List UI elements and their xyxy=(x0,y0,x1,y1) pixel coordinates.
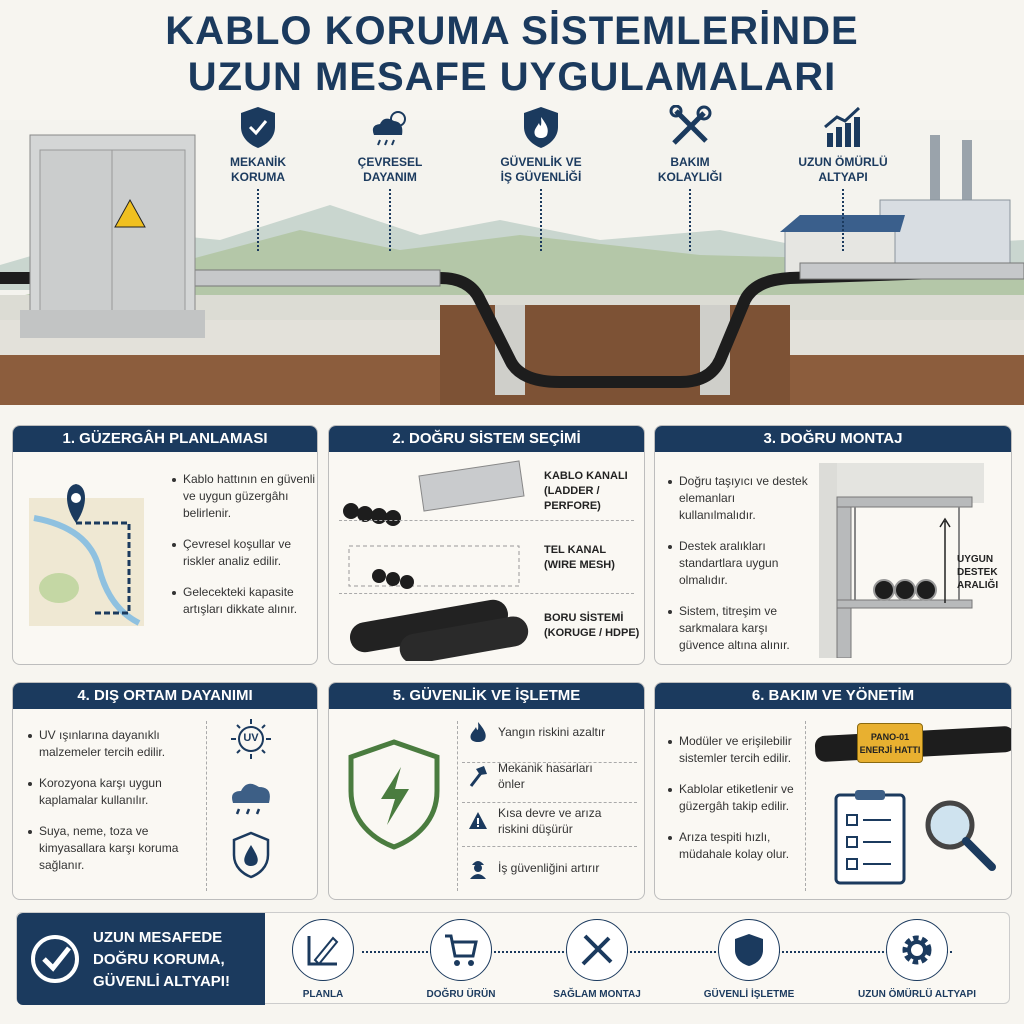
shield-icon xyxy=(735,934,763,966)
bullet: Gelecekteki kapasite artışları dikkate a… xyxy=(171,584,316,618)
cart-icon xyxy=(445,934,478,966)
safety-item-text: İş güvenliğini artırır xyxy=(498,861,600,875)
growth-chart-icon xyxy=(824,106,861,147)
bullet: Arıza tespiti hızlı, müdahale kolay olur… xyxy=(667,829,817,863)
bullet: Çevresel koşullar ve riskler analiz edil… xyxy=(171,536,316,570)
feature-label: MEKANİK xyxy=(230,155,286,169)
warning-icon xyxy=(469,812,487,829)
panel-title: 6. BAKIM VE YÖNETİM xyxy=(655,683,1011,709)
cable-systems-illustration xyxy=(343,460,529,661)
shield-lightning-icon xyxy=(348,739,440,850)
system-label-wire-mesh: TEL KANAL(WIRE MESH) xyxy=(544,544,615,571)
panel-title: 4. DIŞ ORTAM DAYANIMI xyxy=(13,683,317,709)
feature-label: KORUMA xyxy=(231,170,285,184)
summary-line: GÜVENLİ ALTYAPI! xyxy=(93,973,230,990)
bullet: Sistem, titreşim ve sarkmalara karşı güv… xyxy=(667,603,812,654)
feature-label: BAKIM xyxy=(670,155,710,169)
step-right-product: DOĞRU ÜRÜN xyxy=(401,919,521,1000)
gear-icon xyxy=(902,935,932,965)
panel-title: 3. DOĞRU MONTAJ xyxy=(655,426,1011,452)
factory xyxy=(780,135,1011,276)
feature-label: UZUN ÖMÜRLÜ xyxy=(798,155,888,169)
fire-icon xyxy=(470,722,486,742)
feature-label: ALTYAPI xyxy=(818,170,868,184)
feature-label: İŞ GÜVENLİĞİ xyxy=(500,170,582,184)
panel-system-selection: 2. DOĞRU SİSTEM SEÇİMİ KABLO KANALI(LADD… xyxy=(328,425,645,665)
summary-banner: UZUN MESAFEDE DOĞRU KORUMA, GÜVENLİ ALTY… xyxy=(16,912,1010,1005)
support-bracket-illustration xyxy=(819,463,984,658)
title-line-1: KABLO KORUMA SİSTEMLERİNDE xyxy=(165,9,859,53)
feature-label: GÜVENLİK VE xyxy=(500,155,582,169)
panel-route-planning: 1. GÜZERGÂH PLANLAMASI Kablo hattının en… xyxy=(12,425,318,665)
tools-icon xyxy=(669,105,712,145)
water-shield-icon xyxy=(232,831,270,879)
bullet: Modüler ve erişilebilir sistemler tercih… xyxy=(667,733,817,767)
bullet: Kablolar etiketlenir ve güzergâh takip e… xyxy=(667,781,817,815)
rain-cloud-icon xyxy=(232,783,270,815)
ruler-pencil-icon xyxy=(307,936,339,966)
feature-label: ÇEVRESEL xyxy=(357,155,423,169)
check-circle-icon xyxy=(31,935,79,983)
summary-line: UZUN MESAFEDE xyxy=(93,929,223,946)
summary-line: DOĞRU KORUMA, xyxy=(93,951,225,968)
checklist-icon xyxy=(834,790,906,885)
panel-maintenance-management: 6. BAKIM VE YÖNETİM Modüler ve erişilebi… xyxy=(654,682,1012,900)
panel-title: 5. GÜVENLİK VE İŞLETME xyxy=(329,683,644,709)
bullet: Suya, neme, toza ve kimyasallara karşı k… xyxy=(27,823,207,874)
magnifier-icon xyxy=(925,800,996,871)
panel-title: 1. GÜZERGÂH PLANLAMASI xyxy=(13,426,317,452)
bullet: Destek aralıkları standartlara uygun olm… xyxy=(667,538,812,589)
safety-item-text: Yangın riskini azaltır xyxy=(498,725,606,739)
bullet: Doğru taşıyıcı ve destek elemanları kull… xyxy=(667,473,812,524)
tools-icon xyxy=(581,934,613,966)
step-solid-installation: SAĞLAM MONTAJ xyxy=(537,919,657,1000)
weather-icon xyxy=(372,111,406,146)
title-line-2: UZUN MESAFE UYGULAMALARI xyxy=(187,55,837,99)
bullet: Korozyona karşı uygun kaplamalar kullanı… xyxy=(27,775,207,809)
uv-label: UV xyxy=(243,732,259,744)
step-plan: PLANLA xyxy=(263,919,383,1000)
feature-label: DAYANIM xyxy=(363,170,417,184)
electrical-cabinet xyxy=(20,134,205,338)
hammer-icon xyxy=(469,766,487,787)
step-long-life: UZUN ÖMÜRLÜ ALTYAPI xyxy=(847,919,987,1000)
panel-title: 2. DOĞRU SİSTEM SEÇİMİ xyxy=(329,426,644,452)
page-title: KABLO KORUMA SİSTEMLERİNDE UZUN MESAFE U… xyxy=(0,8,1024,100)
summary-callout: UZUN MESAFEDE DOĞRU KORUMA, GÜVENLİ ALTY… xyxy=(17,913,265,1005)
shield-fire-icon xyxy=(524,107,558,148)
system-label-cable-tray: KABLO KANALI(LADDER /PERFORE) xyxy=(544,470,628,512)
cable-route-scene xyxy=(0,120,1024,405)
shield-check-icon xyxy=(241,107,275,148)
safety-item-worker: İş güvenliğini artırır xyxy=(468,857,599,879)
step-safe-operation: GÜVENLİ İŞLETME xyxy=(689,919,809,1000)
panel-outdoor-resistance: 4. DIŞ ORTAM DAYANIMI UV ışınlarına daya… xyxy=(12,682,318,900)
bullet: UV ışınlarına dayanıklı malzemeler terci… xyxy=(27,727,207,761)
route-map-icon xyxy=(29,484,144,626)
worker-icon xyxy=(470,861,486,879)
panel-installation: 3. DOĞRU MONTAJ Doğru taşıyıcı ve destek… xyxy=(654,425,1012,665)
system-label-pipe: BORU SİSTEMİ(KORUGE / HDPE) xyxy=(544,612,640,639)
safety-item-fire: Yangın riskini azaltır xyxy=(468,721,605,743)
uv-sun-icon: UV xyxy=(229,717,273,761)
feature-label: KOLAYLIĞI xyxy=(657,170,723,184)
bullet: Kablo hattının en güvenli ve uygun güzer… xyxy=(171,471,316,522)
panel-safety-operation: 5. GÜVENLİK VE İŞLETME xyxy=(328,682,645,900)
